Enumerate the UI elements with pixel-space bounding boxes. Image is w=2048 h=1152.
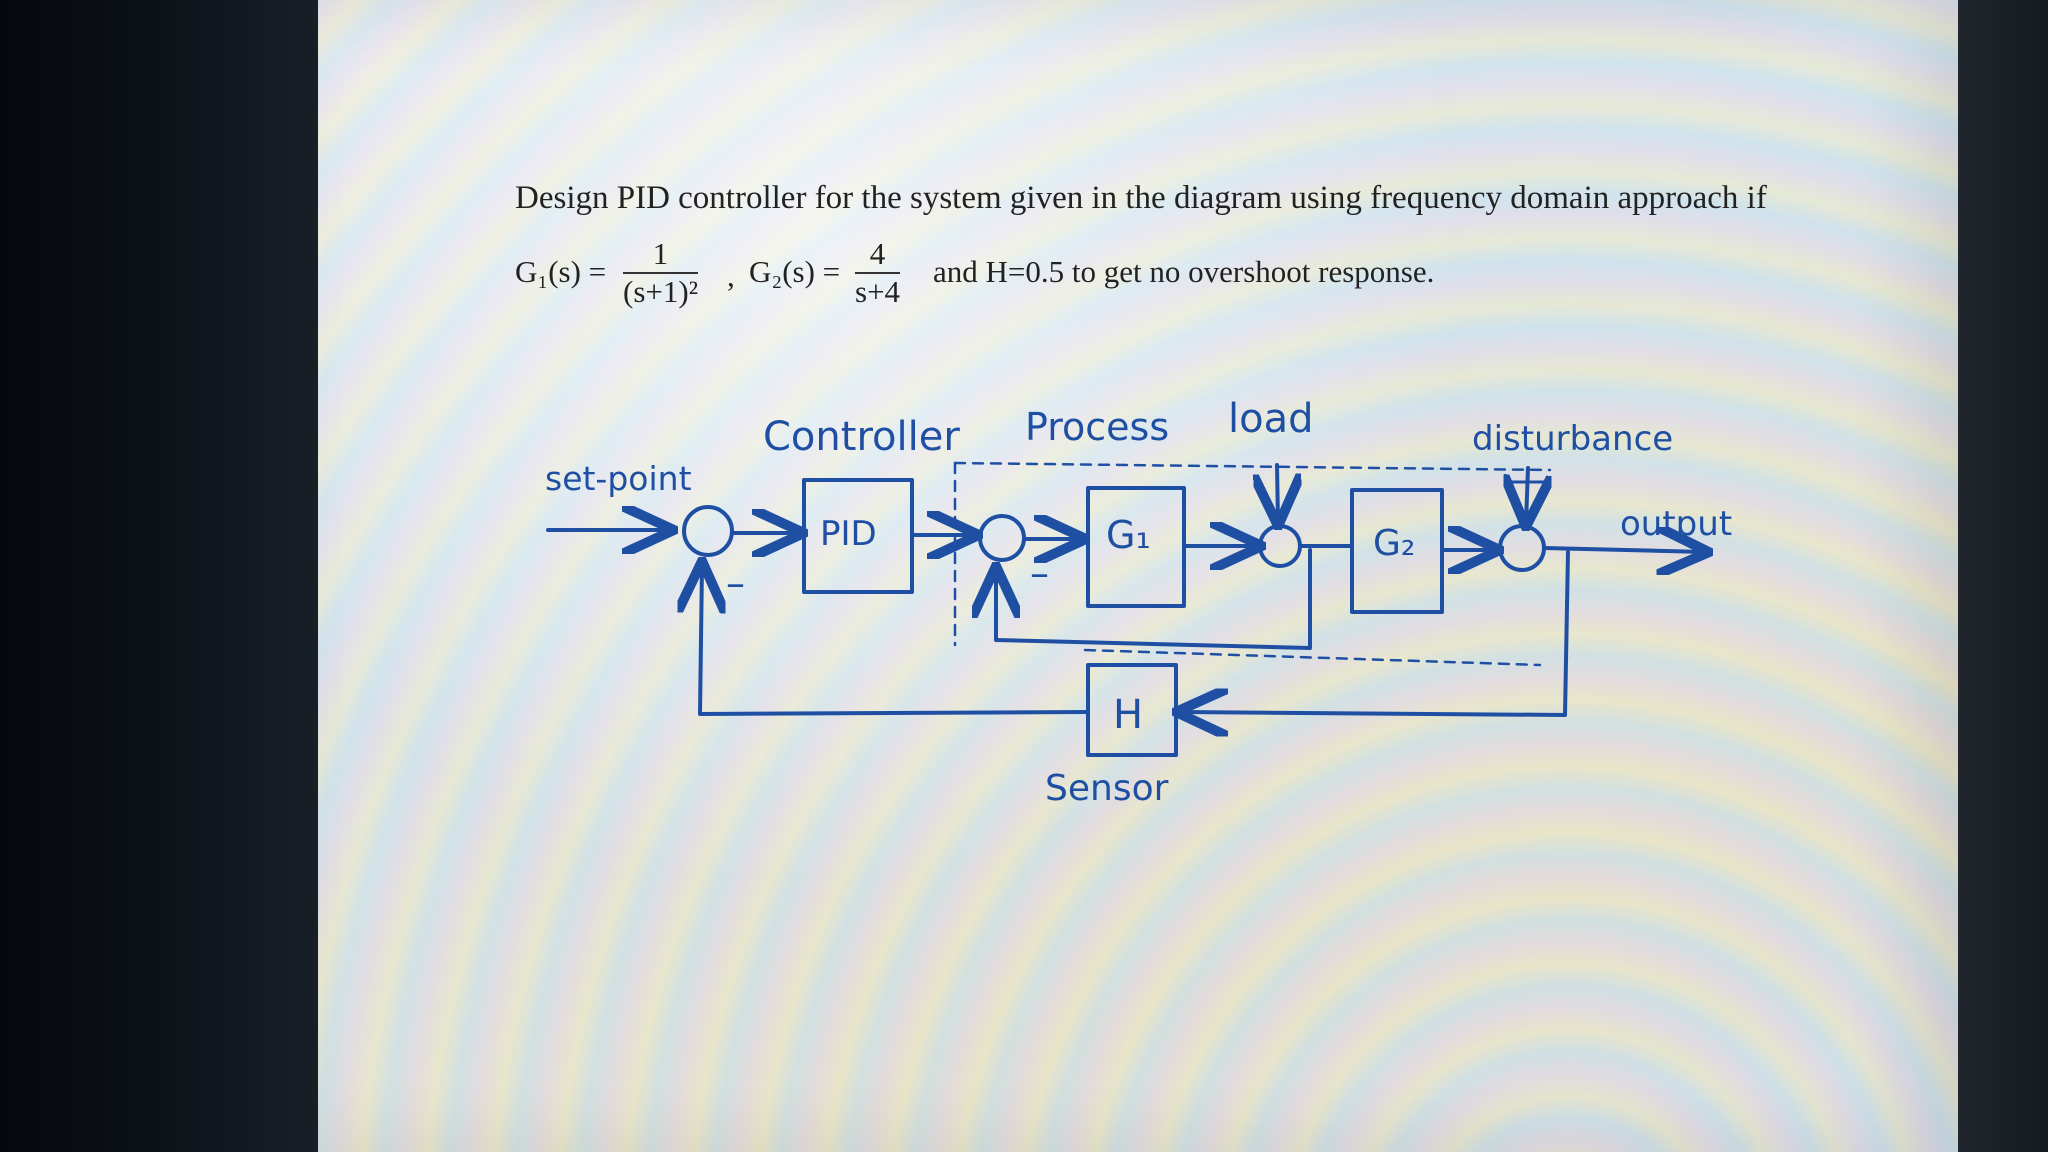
- g2-numerator: 4: [855, 236, 901, 274]
- process-boundary-top: [953, 461, 1552, 472]
- output-arrow: [1542, 548, 1705, 552]
- summing-junction-3: [1258, 524, 1302, 568]
- label-disturbance: disturbance: [1472, 419, 1673, 459]
- g1-numerator: 1: [623, 236, 698, 274]
- label-minus-2: –: [1030, 551, 1049, 595]
- desk-background-left: [0, 0, 330, 1152]
- process-boundary-bottom: [1083, 648, 1542, 667]
- pid-block-label: PID: [820, 514, 877, 554]
- summing-junction-1: [682, 505, 734, 557]
- g2-block-label: G₂: [1373, 523, 1415, 564]
- load-arrow: [1277, 463, 1278, 522]
- g2-fraction: 4 s+4: [855, 236, 901, 310]
- g1-block-label: G₁: [1106, 513, 1151, 557]
- g1-lhs: G₁(s) =: [515, 254, 607, 289]
- g2-denominator: s+4: [855, 274, 901, 309]
- feedback-to-junction-1: [700, 565, 1090, 716]
- problem-tail: and H=0.5 to get no overshoot response.: [933, 254, 1435, 289]
- feedback-to-sensor: [1180, 550, 1570, 715]
- label-setpoint: set-point: [545, 459, 692, 498]
- g2-lhs: G₂(s) =: [749, 254, 841, 289]
- label-sensor: Sensor: [1045, 768, 1169, 809]
- summing-junction-4: [1498, 524, 1546, 572]
- inner-feedback-loop: [996, 548, 1312, 650]
- disturbance-arrow: [1526, 466, 1528, 523]
- label-load: load: [1228, 396, 1314, 442]
- label-output: output: [1620, 504, 1732, 544]
- g1-fraction: 1 (s+1)²: [623, 236, 698, 310]
- g1-denominator: (s+1)²: [623, 274, 698, 309]
- label-process: Process: [1025, 405, 1169, 449]
- problem-line-1: Design PID controller for the system giv…: [515, 180, 1767, 216]
- problem-statement: Design PID controller for the system giv…: [515, 180, 1835, 309]
- formula-row: G₁(s) = 1 (s+1)² , G₂(s) = 4 s+4 and H=0…: [515, 236, 1715, 316]
- label-controller: Controller: [763, 414, 960, 460]
- label-minus-1: –: [726, 561, 745, 605]
- summing-junction-2: [978, 514, 1026, 562]
- h-block-label: H: [1113, 692, 1143, 738]
- formula-comma: ,: [727, 258, 735, 293]
